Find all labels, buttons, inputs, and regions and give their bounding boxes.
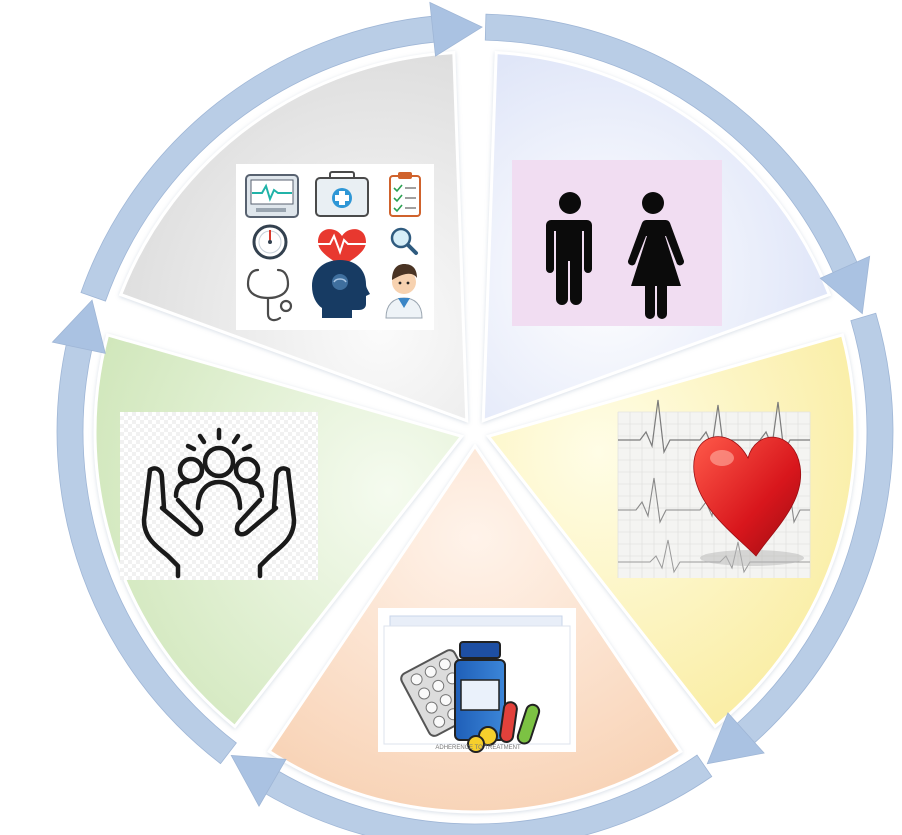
stethoscope-icon	[246, 268, 293, 322]
pill-bottle-icon	[454, 641, 506, 741]
ecg-trace-1	[618, 399, 810, 455]
magnifier-icon	[390, 227, 418, 255]
heart-pulse-icon	[316, 229, 368, 266]
blister-pill	[432, 679, 445, 692]
brain-head-icon	[312, 260, 370, 318]
capsule-icons	[467, 701, 541, 753]
blister-pill	[438, 658, 451, 671]
blister-pill	[439, 694, 452, 707]
arrowhead-5	[429, 1, 483, 57]
medication-panel: ADHERENCE TO TREATMENT	[378, 608, 576, 753]
medication-caption: ADHERENCE TO TREATMENT	[435, 745, 521, 751]
arrowhead-2	[706, 712, 765, 765]
blister-pill	[410, 673, 423, 686]
cycle-arrowheads	[51, 1, 871, 807]
arrowhead-4	[51, 299, 106, 354]
female-icon	[627, 192, 685, 319]
hands-people-icon	[141, 427, 297, 579]
medical-icons-panel	[236, 164, 434, 330]
cycle-ring	[56, 13, 894, 835]
first-aid-kit-icon	[315, 171, 369, 217]
arrowhead-3	[230, 754, 287, 807]
gender-panel	[512, 160, 722, 326]
clipboard-checklist-icon	[389, 172, 421, 217]
doctor-avatar-icon	[385, 264, 423, 319]
male-icon	[546, 192, 592, 305]
ecg-trace-3	[618, 539, 810, 574]
gender-panel-background	[512, 160, 722, 326]
blister-pill	[433, 715, 446, 728]
heart-monitor-icon	[245, 174, 299, 218]
blister-pill	[425, 701, 438, 714]
arrowhead-1	[819, 255, 871, 315]
community-panel	[120, 412, 318, 580]
heart-icon	[693, 436, 804, 566]
blister-pill	[424, 665, 437, 678]
heart-ecg-panel	[617, 399, 811, 578]
pressure-gauge-icon	[252, 224, 288, 260]
blister-pill	[418, 687, 431, 700]
